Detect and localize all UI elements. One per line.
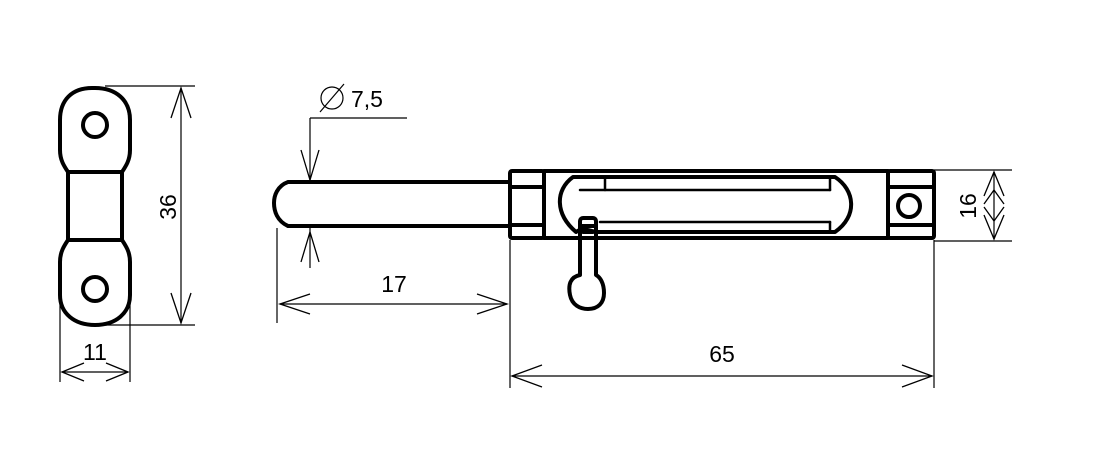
bolt-rod <box>272 180 512 228</box>
housing-slot <box>557 175 854 234</box>
diameter-symbol <box>320 86 344 110</box>
dimension-36: 36 <box>155 85 192 326</box>
dimension-diameter-label: 7,5 <box>351 86 383 112</box>
plate-top-hole <box>81 111 109 139</box>
dimension-65: 65 <box>510 341 934 388</box>
bracket-screw-hole <box>896 193 922 219</box>
dimension-36-label: 36 <box>155 194 181 220</box>
bolt-handle <box>567 224 606 311</box>
dimension-diameter: 7,5 <box>300 83 407 268</box>
plate-outline <box>58 86 132 327</box>
dimension-17-label: 17 <box>381 271 407 297</box>
dimension-65-label: 65 <box>709 341 735 367</box>
dimension-16-label: 16 <box>955 193 981 219</box>
plate-bottom-hole <box>81 275 109 303</box>
dimension-16: 16 <box>955 170 1005 241</box>
dimension-17: 17 <box>277 271 510 315</box>
dimension-11-label: 11 <box>83 339 107 365</box>
bolt-front-view: 7,5 17 65 16 <box>272 83 1012 388</box>
right-bracket <box>886 169 936 240</box>
dimension-11: 11 <box>60 339 130 382</box>
plate-side-view: 36 11 <box>58 85 195 382</box>
left-bracket <box>508 169 546 240</box>
